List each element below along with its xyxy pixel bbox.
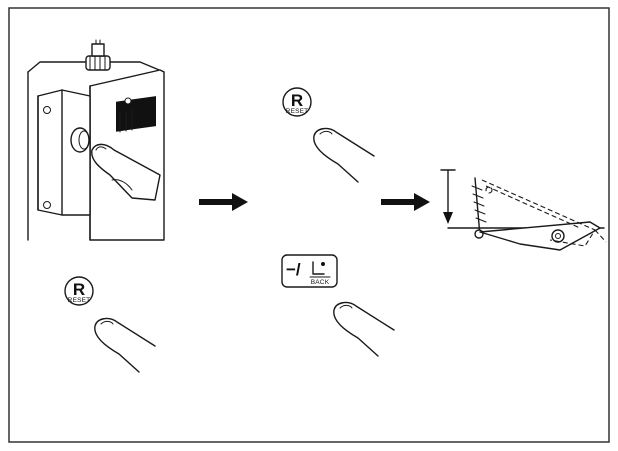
- lever-hinge-icon: [551, 229, 565, 243]
- finger-press-icon: [94, 317, 156, 373]
- hand-pressing-icon: [91, 143, 161, 201]
- bracket-screw-top-icon: [43, 106, 51, 114]
- physical-reset-button: [70, 127, 90, 153]
- arrow-right-icon: [381, 193, 430, 211]
- arrow-right-icon: [199, 193, 248, 211]
- machine-logo-plate: JUKI: [116, 96, 156, 155]
- finger-press-icon: [333, 301, 395, 357]
- down-arrow-icon: [440, 169, 456, 224]
- reset-button-caption: RESET: [68, 297, 91, 304]
- top-knob-icon: [85, 39, 111, 71]
- machine-logo-text: JUKI: [124, 145, 145, 155]
- reset-button-letter: R: [291, 91, 303, 110]
- finger-press-icon: [313, 127, 375, 183]
- reset-button-middle: R RESET: [282, 87, 312, 117]
- bracket-screw-bottom-icon: [43, 201, 51, 209]
- reset-button-caption: RESET: [286, 108, 309, 115]
- back-button-symbol: −/: [286, 260, 301, 279]
- reset-button-letter: R: [73, 280, 85, 299]
- presser-foot-lever: [440, 169, 607, 251]
- sewing-machine-head: JUKI: [27, 39, 165, 241]
- reset-button-left: R RESET: [64, 276, 94, 306]
- back-button: −/ BACK: [281, 254, 338, 288]
- back-button-caption: BACK: [311, 279, 330, 286]
